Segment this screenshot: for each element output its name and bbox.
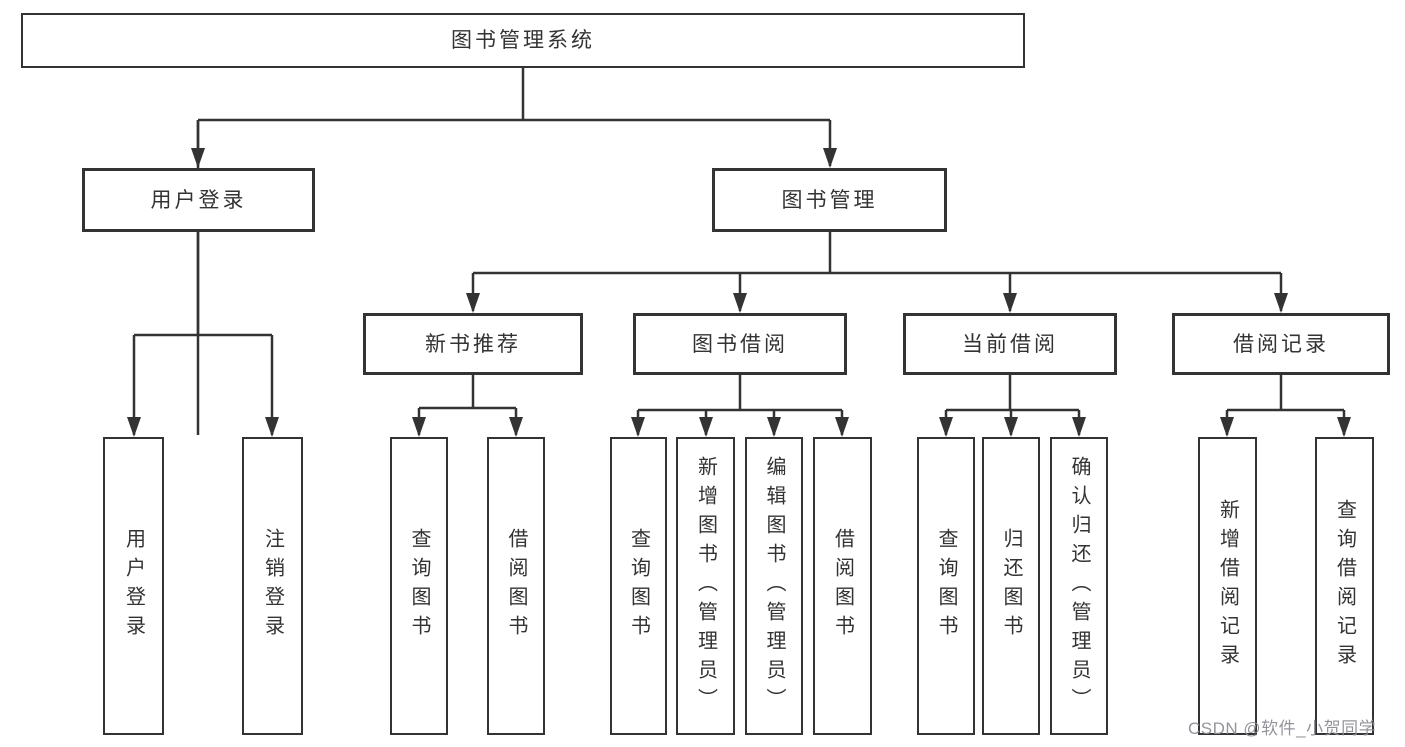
- edge-newbook-leaves: [417, 375, 518, 435]
- leaf-add-book-admin: 新增图书（管理员）: [676, 437, 735, 735]
- node-book-borrow: 图书借阅: [633, 313, 847, 375]
- edge-userlogin-leaves: [132, 232, 274, 435]
- node-new-book-recommend: 新书推荐: [363, 313, 583, 375]
- leaf-recommend-borrow-book: 借阅图书: [487, 437, 545, 735]
- leaf-query-borrow-record: 查询借阅记录: [1315, 437, 1374, 735]
- leaf-recommend-query-book: 查询图书: [390, 437, 448, 735]
- edge-root-level2: [196, 68, 832, 435]
- node-borrow-record: 借阅记录: [1172, 313, 1390, 375]
- leaf-user-login: 用户登录: [103, 437, 164, 735]
- node-user-login: 用户登录: [82, 168, 315, 232]
- node-book-management: 图书管理: [712, 168, 947, 232]
- node-current-borrow: 当前借阅: [903, 313, 1117, 375]
- leaf-add-borrow-record: 新增借阅记录: [1198, 437, 1257, 735]
- leaf-logout: 注销登录: [242, 437, 303, 735]
- arrowheads: [127, 148, 1351, 437]
- node-root: 图书管理系统: [21, 13, 1025, 68]
- edge-bookborrow-leaves: [636, 375, 844, 435]
- leaf-edit-book-admin: 编辑图书（管理员）: [745, 437, 803, 735]
- edge-bookmgmt-level3: [471, 232, 1283, 311]
- leaf-borrow-query-book: 查询图书: [610, 437, 667, 735]
- watermark: CSDN @软件_小贺同学: [1188, 719, 1377, 738]
- leaf-return-book: 归还图书: [982, 437, 1040, 735]
- leaf-borrow-book: 借阅图书: [813, 437, 872, 735]
- edge-borrowrecord-leaves: [1225, 375, 1346, 435]
- leaf-confirm-return-admin: 确认归还（管理员）: [1050, 437, 1108, 735]
- leaf-current-query-book: 查询图书: [917, 437, 975, 735]
